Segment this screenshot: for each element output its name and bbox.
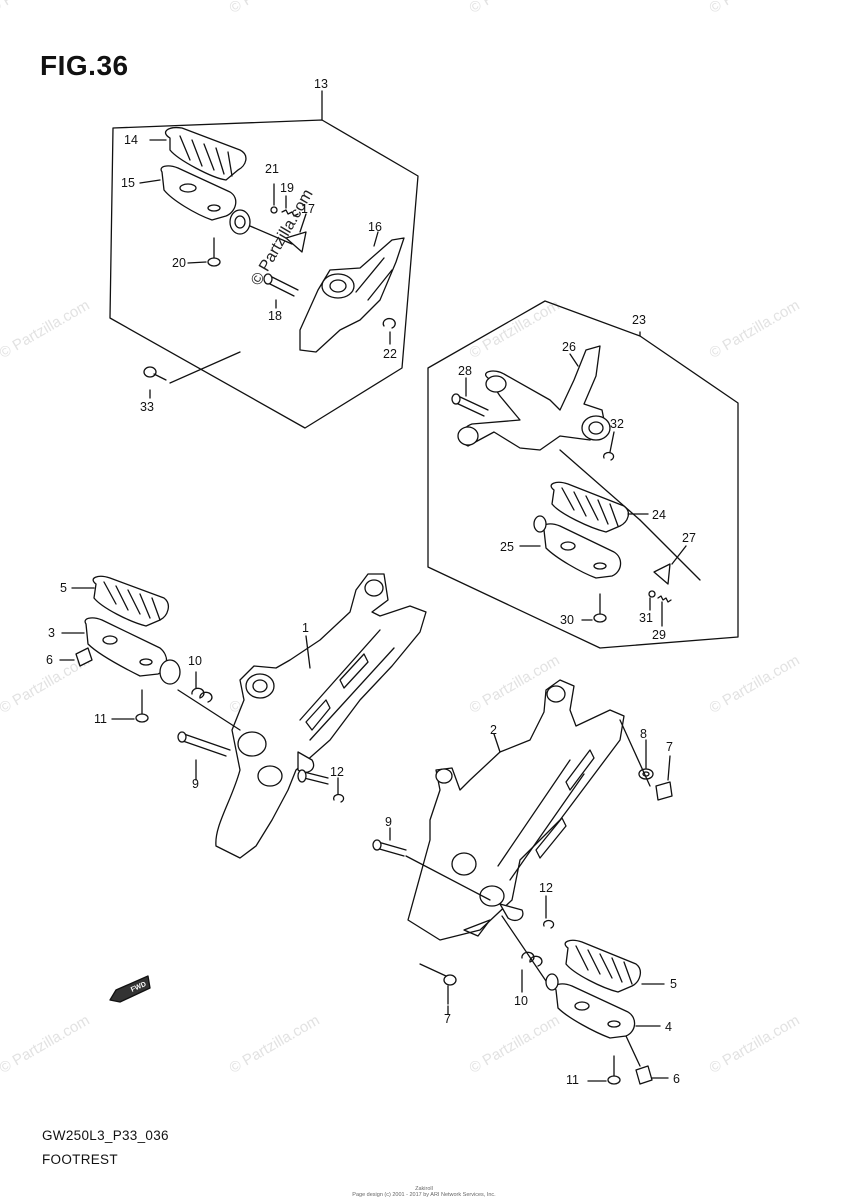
pin-18 xyxy=(263,273,299,309)
figure-title: FIG.36 xyxy=(40,50,129,81)
pivot-boss xyxy=(229,209,251,235)
bolt-11-left xyxy=(111,689,149,723)
callout-7-right[interactable]: 7 xyxy=(666,740,673,754)
spring-29 xyxy=(657,595,672,603)
footer-line-1: Zakiroll xyxy=(415,1186,433,1192)
bolt-11-right xyxy=(587,1055,621,1085)
callout-24[interactable]: 24 xyxy=(652,508,666,522)
callout-19[interactable]: 19 xyxy=(280,181,294,195)
callout-8[interactable]: 8 xyxy=(640,727,647,741)
callout-6-left[interactable]: 6 xyxy=(46,653,53,667)
callout-4[interactable]: 4 xyxy=(665,1020,672,1034)
callout-11-left[interactable]: 11 xyxy=(94,712,107,726)
callout-28[interactable]: 28 xyxy=(458,364,472,378)
ball-31 xyxy=(648,590,656,598)
callout-22[interactable]: 22 xyxy=(383,347,397,361)
callout-20[interactable]: 20 xyxy=(172,256,186,270)
callout-26[interactable]: 26 xyxy=(562,340,576,354)
pin-9-right xyxy=(372,827,491,901)
cap-6-right xyxy=(625,1035,669,1085)
main-bracket-2 xyxy=(407,679,625,941)
cap-6-left xyxy=(59,647,93,667)
callout-17[interactable]: 17 xyxy=(301,202,315,216)
clip-12-left xyxy=(297,769,345,803)
spring-10-right xyxy=(501,915,549,993)
plate-27 xyxy=(653,563,671,585)
callout-15[interactable]: 15 xyxy=(121,176,135,190)
bracket-16 xyxy=(299,231,405,353)
footpeg-bracket-3 xyxy=(61,617,181,685)
plate-17 xyxy=(285,231,307,253)
clip-12-right xyxy=(542,895,555,929)
callout-30[interactable]: 30 xyxy=(560,613,574,627)
callout-29[interactable]: 29 xyxy=(652,628,666,642)
footpeg-rubber-5-right xyxy=(564,939,665,993)
bolt-33 xyxy=(143,351,241,399)
bolt-7-right xyxy=(619,719,673,801)
callout-6-right[interactable]: 6 xyxy=(673,1072,680,1086)
callout-10-left[interactable]: 10 xyxy=(188,654,202,668)
callout-2[interactable]: 2 xyxy=(490,723,497,737)
page-footer: Zakiroll Page design (c) 2001 - 2017 by … xyxy=(352,1186,495,1198)
callout-18[interactable]: 18 xyxy=(268,309,282,323)
pin-9-left xyxy=(177,731,231,781)
bolt-30 xyxy=(581,593,607,623)
callout-5-right[interactable]: 5 xyxy=(670,977,677,991)
callout-1[interactable]: 1 xyxy=(302,621,309,635)
footpeg-bracket-25 xyxy=(519,515,622,579)
callout-3[interactable]: 3 xyxy=(48,626,55,640)
bolt-20 xyxy=(187,237,221,267)
pin-28 xyxy=(451,377,489,417)
spring-10-left xyxy=(177,671,241,731)
model-code: GW250L3_P33_036 xyxy=(42,1128,169,1143)
callout-33[interactable]: 33 xyxy=(140,400,154,414)
footpeg-rubber-24 xyxy=(550,481,649,533)
footpeg-bracket-15 xyxy=(139,165,237,221)
callout-32[interactable]: 32 xyxy=(610,417,624,431)
section-name: FOOTREST xyxy=(42,1152,118,1167)
callout-31[interactable]: 31 xyxy=(639,611,653,625)
callout-9-right[interactable]: 9 xyxy=(385,815,392,829)
callout-16[interactable]: 16 xyxy=(368,220,382,234)
assembly-box-23 xyxy=(427,300,739,649)
ball-21 xyxy=(270,206,278,214)
spring-19 xyxy=(281,209,299,217)
callout-11-right[interactable]: 11 xyxy=(566,1073,579,1087)
callout-9-left[interactable]: 9 xyxy=(192,777,199,791)
callout-12-left[interactable]: 12 xyxy=(330,765,344,779)
callout-13[interactable]: 13 xyxy=(314,77,328,91)
callout-10-right[interactable]: 10 xyxy=(514,994,528,1008)
washer-8 xyxy=(638,739,654,780)
footpeg-bracket-4 xyxy=(545,973,661,1039)
callout-7-lower[interactable]: 7 xyxy=(444,1012,451,1026)
footer-line-2: Page design (c) 2001 - 2017 by ARI Netwo… xyxy=(352,1192,496,1199)
clip-32 xyxy=(602,451,615,461)
callout-25[interactable]: 25 xyxy=(500,540,514,554)
callout-27[interactable]: 27 xyxy=(682,531,696,545)
callout-23[interactable]: 23 xyxy=(632,313,646,327)
main-bracket-1 xyxy=(215,573,427,859)
callout-14[interactable]: 14 xyxy=(124,133,138,147)
callout-5-left[interactable]: 5 xyxy=(60,581,67,595)
callout-12-right[interactable]: 12 xyxy=(539,881,553,895)
bolt-7-lower xyxy=(419,963,457,1015)
bracket-26 xyxy=(457,345,611,451)
clip-22 xyxy=(382,317,396,329)
footpeg-rubber-14 xyxy=(149,126,247,181)
callout-21[interactable]: 21 xyxy=(265,162,279,176)
footpeg-rubber-5-left xyxy=(71,575,170,627)
fwd-arrow-icon xyxy=(109,975,151,1003)
